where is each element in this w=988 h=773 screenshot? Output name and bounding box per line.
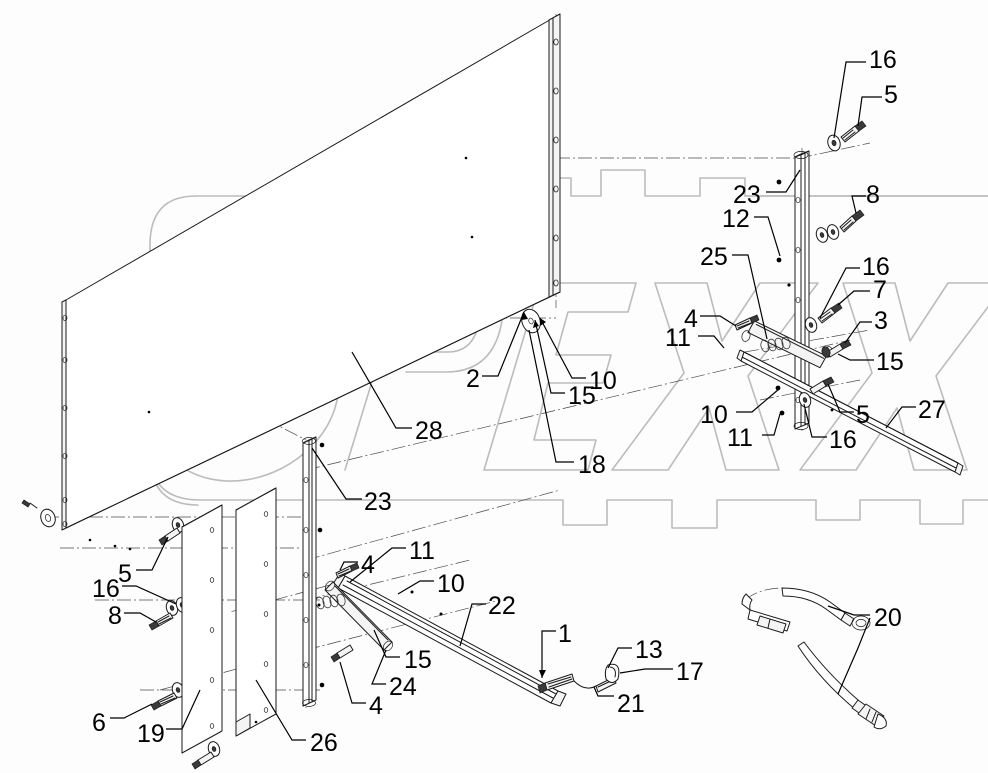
callout-4-left-lower: 4 [369, 692, 383, 720]
callout-2: 2 [466, 365, 480, 393]
horizontal-bar-22 [332, 572, 567, 707]
callout-16-right-lower: 16 [829, 426, 857, 454]
side-panel-19 [181, 504, 223, 754]
screw-4-left-upper [335, 562, 360, 579]
fastener-group-7 [804, 302, 843, 333]
callout-18: 18 [578, 451, 606, 479]
callout-8-right: 8 [866, 181, 880, 209]
callout-13: 13 [635, 636, 663, 664]
left-eyelet [21, 499, 56, 528]
callout-4-left-upper: 4 [361, 551, 375, 579]
callout-24: 24 [389, 673, 417, 701]
main-board-panel [61, 13, 561, 551]
callout-15-left: 15 [404, 646, 432, 674]
callout-26: 26 [310, 729, 338, 757]
small-part-13-17-clip [604, 663, 620, 683]
fastener-group-5-right [798, 376, 835, 408]
callout-8-left: 8 [108, 602, 122, 630]
callout-10-left: 10 [437, 570, 465, 598]
callout-27: 27 [918, 396, 946, 424]
fastener-group-8-right [815, 209, 865, 243]
callout-16-left: 16 [92, 575, 120, 603]
callout-1: 1 [558, 620, 572, 648]
callout-16-top-right: 16 [869, 46, 897, 74]
side-panel-26 [235, 487, 277, 737]
fastener-group-6 [150, 682, 185, 711]
callout-15-upper: 15 [568, 382, 596, 410]
callout-21: 21 [617, 690, 645, 718]
callout-10-upper: 10 [589, 367, 617, 395]
left-vertical-post [302, 436, 325, 707]
callout-5-top-right: 5 [884, 81, 898, 109]
strap-upper-20 [741, 587, 871, 634]
callout-16-mid-right: 16 [862, 253, 890, 281]
callout-12: 12 [722, 205, 750, 233]
screw-4-right [734, 314, 760, 331]
callout-15-right: 15 [876, 348, 904, 376]
callout-25: 25 [700, 243, 728, 271]
callout-11-upper-right: 11 [665, 324, 691, 352]
callout-4-right: 4 [684, 305, 698, 333]
callout-28: 28 [415, 417, 443, 445]
fastener-group-bottom [191, 741, 221, 770]
leader-lines [110, 61, 916, 741]
fastener-group-top-right [827, 120, 867, 152]
fastener-group-3 [821, 339, 852, 358]
callout-23-right-post: 23 [733, 181, 761, 209]
callout-6: 6 [92, 709, 106, 737]
center-eyelet [521, 308, 541, 334]
callout-5-right: 5 [856, 401, 870, 429]
callout-20: 20 [874, 604, 902, 632]
callout-19: 19 [137, 720, 165, 748]
callout-5-left: 5 [118, 560, 132, 588]
washer-stack-right [760, 336, 791, 353]
callout-7: 7 [873, 276, 887, 304]
screw-4-left-lower [330, 644, 354, 663]
callout-3: 3 [874, 307, 888, 335]
callout-11-left: 11 [409, 537, 435, 565]
callout-17: 17 [676, 658, 704, 686]
callout-11-right: 11 [727, 424, 753, 452]
callout-23-left-post: 23 [364, 488, 392, 516]
washer-stack-left [315, 593, 346, 610]
strap-lower-20 [797, 641, 887, 730]
callout-10-right: 10 [700, 401, 728, 429]
callout-22: 22 [488, 592, 516, 620]
